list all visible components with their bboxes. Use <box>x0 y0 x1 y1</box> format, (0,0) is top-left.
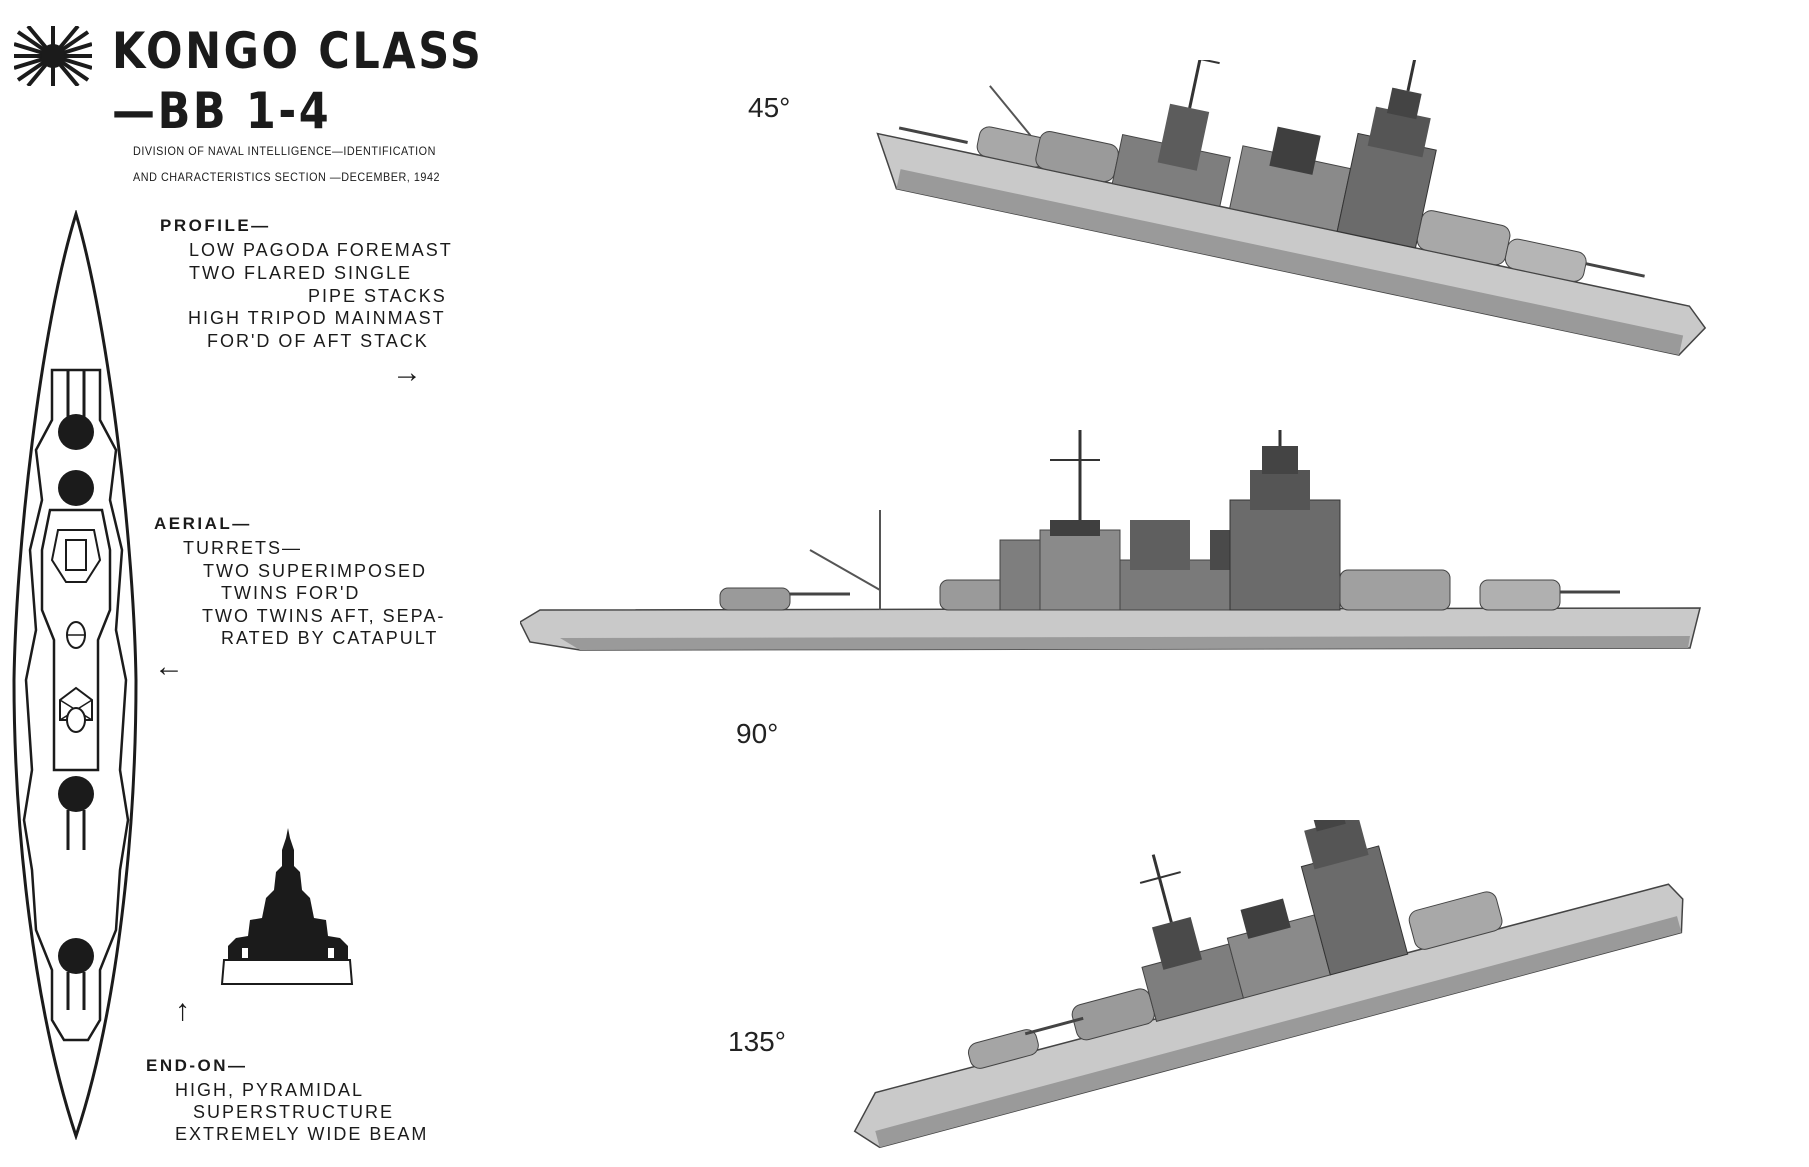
rising-sun-emblem-icon <box>14 26 92 86</box>
profile-line: PIPE STACKS <box>308 286 447 306</box>
profile-line: TWO FLARED SINGLE <box>189 263 413 283</box>
up-arrow-icon: ↑ <box>175 994 190 1027</box>
profile-line: HIGH TRIPOD MAINMAST <box>188 308 446 328</box>
aerial-subheading: TURRETS— <box>183 538 302 558</box>
view-angle-label: 90° <box>736 718 779 749</box>
right-arrow-icon: → <box>392 356 422 389</box>
profile-line: FOR'D OF AFT STACK <box>207 331 429 351</box>
source-line-2: AND CHARACTERISTICS SECTION —DECEMBER, 1… <box>133 170 441 184</box>
page-title: KONGO CLASS <box>112 22 484 80</box>
aerial-line: TWINS FOR'D <box>221 583 361 603</box>
aerial-heading: AERIAL— <box>154 514 252 533</box>
end-on-silhouette <box>220 828 354 985</box>
endon-line: SUPERSTRUCTURE <box>193 1102 395 1122</box>
ship-view-135 <box>853 820 1684 1149</box>
page-subtitle: —BB 1-4 <box>112 82 332 140</box>
view-angle-label: 135° <box>728 1026 786 1057</box>
source-line-1: DIVISION OF NAVAL INTELLIGENCE—IDENTIFIC… <box>133 144 436 158</box>
profile-line: LOW PAGODA FOREMAST <box>189 240 453 260</box>
aerial-line: TWO SUPERIMPOSED <box>203 561 428 581</box>
endon-heading: END-ON— <box>146 1056 248 1075</box>
endon-line: HIGH, PYRAMIDAL <box>175 1080 365 1100</box>
ship-view-45 <box>876 60 1707 356</box>
aerial-line: RATED BY CATAPULT <box>221 628 439 648</box>
left-arrow-icon: ← <box>154 650 184 683</box>
aerial-line: TWO TWINS AFT, SEPA- <box>202 606 446 626</box>
ship-view-90 <box>520 430 1701 651</box>
aerial-plan-view <box>12 210 138 1140</box>
endon-line: EXTREMELY WIDE BEAM <box>175 1124 429 1144</box>
view-angle-label: 45° <box>748 92 791 123</box>
profile-heading: PROFILE— <box>160 216 271 235</box>
